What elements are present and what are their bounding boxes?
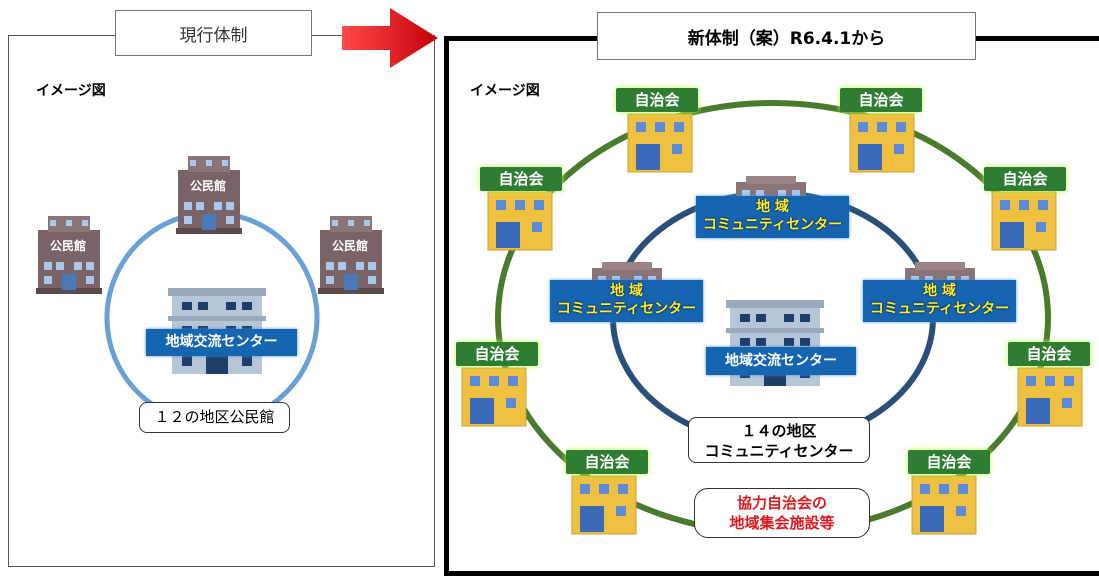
hall-sign-left: 公民館 <box>43 238 93 254</box>
assoc-tag-3: 自治会 <box>480 167 562 191</box>
coop-caption: 協力自治会の 地域集会施設等 <box>694 488 870 538</box>
right-image-label: イメージ図 <box>470 83 540 99</box>
assoc-tag-6: 自治会 <box>1008 342 1090 366</box>
assoc-building-3 <box>487 191 553 251</box>
coop-caption-line2: 地域集会施設等 <box>729 514 835 532</box>
assoc-tag-1: 自治会 <box>616 88 698 112</box>
community-center-left-line1: 地 域 <box>610 283 643 299</box>
community-center-right-label: 地 域 コミュニティセンター <box>863 280 1016 322</box>
hall-sign-right: 公民館 <box>325 238 375 254</box>
assoc-tag-4: 自治会 <box>984 167 1066 191</box>
left-caption: １２の地区公民館 <box>139 402 290 433</box>
left-image-label: イメージ図 <box>36 83 106 99</box>
hall-building-right <box>318 216 384 294</box>
community-center-top-line2: コミュニティセンター <box>702 217 843 233</box>
hall-building-top <box>176 156 242 234</box>
community-center-top-line1: 地 域 <box>756 199 789 215</box>
right-center-label: 地域交流センター <box>706 347 856 375</box>
right-caption-line2: コミュニティセンター <box>704 442 854 460</box>
community-center-right-line1: 地 域 <box>923 283 956 299</box>
assoc-building-5 <box>461 367 527 427</box>
assoc-building-1 <box>627 113 693 173</box>
current-system-title: 現行体制 <box>115 10 312 56</box>
community-center-left-label: 地 域 コミュニティセンター <box>550 280 703 322</box>
assoc-tag-7: 自治会 <box>566 450 648 474</box>
left-center-label: 地域交流センター <box>146 329 297 356</box>
assoc-building-4 <box>991 191 1057 251</box>
hall-building-left <box>36 216 102 294</box>
assoc-tag-5: 自治会 <box>456 342 538 366</box>
hall-sign-top: 公民館 <box>183 178 233 194</box>
assoc-tag-8: 自治会 <box>908 450 990 474</box>
community-center-left-line2: コミュニティセンター <box>556 301 697 317</box>
coop-caption-line1: 協力自治会の <box>736 494 827 512</box>
assoc-building-8 <box>911 475 977 535</box>
assoc-building-2 <box>849 113 915 173</box>
community-center-right-line2: コミュニティセンター <box>869 301 1010 317</box>
right-caption-line1: １４の地区 <box>741 422 817 440</box>
assoc-tag-2: 自治会 <box>840 88 922 112</box>
community-center-top-label: 地 域 コミュニティセンター <box>696 196 849 238</box>
assoc-building-6 <box>1017 367 1083 427</box>
right-caption: １４の地区 コミュニティセンター <box>688 417 870 463</box>
assoc-building-7 <box>571 475 637 535</box>
new-system-title: 新体制（案）R6.4.1から <box>597 12 976 60</box>
